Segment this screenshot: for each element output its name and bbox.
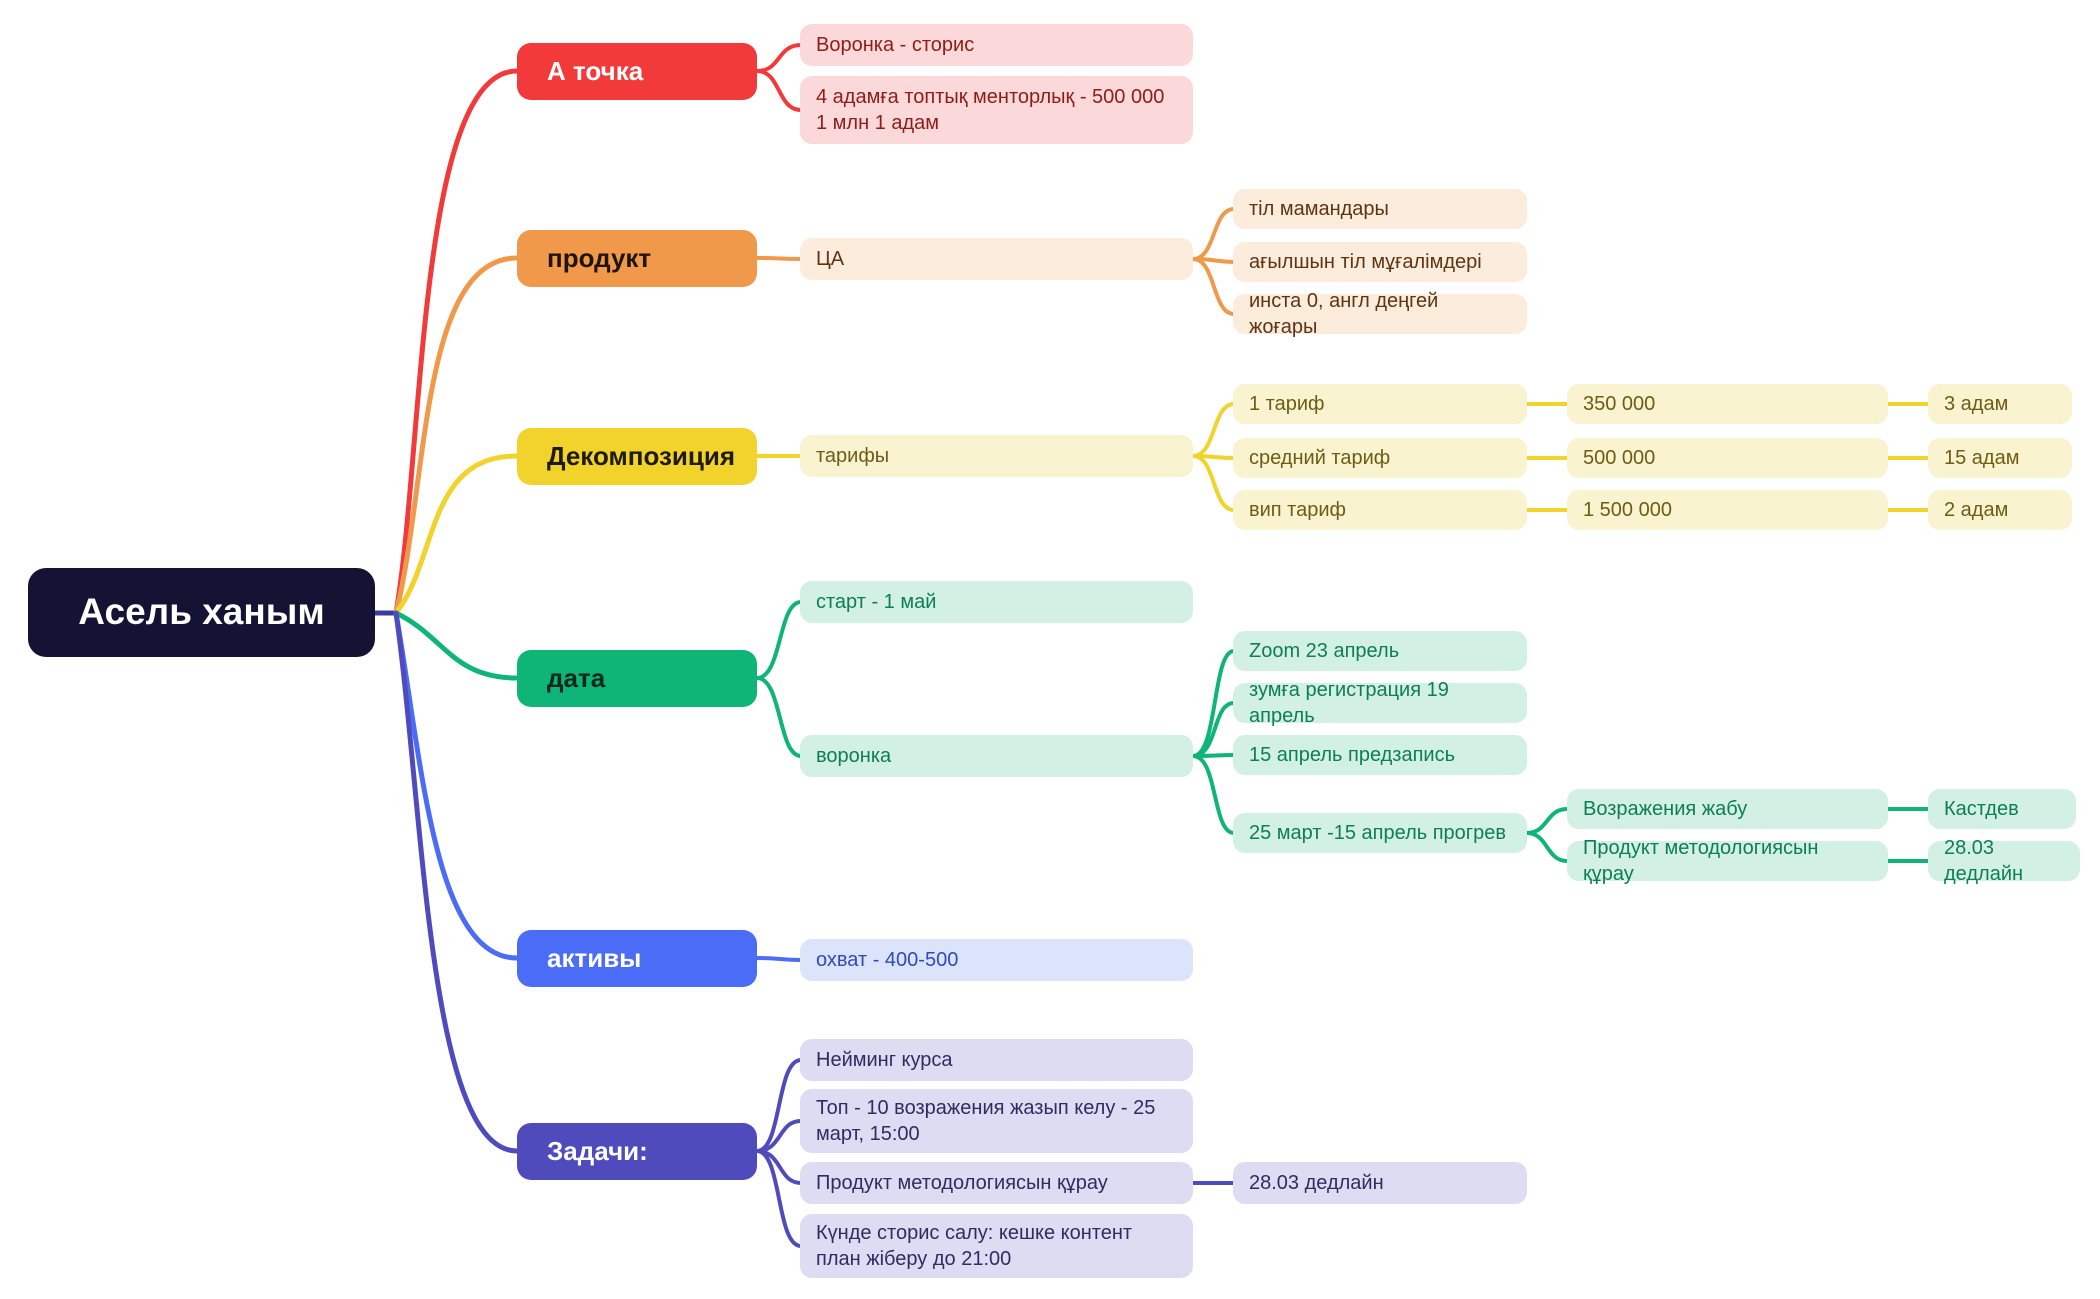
- node-funnel-stories[interactable]: Воронка - сторис: [800, 24, 1193, 66]
- node-prerecord[interactable]: 15 апрель предзапись: [1233, 735, 1527, 775]
- node-price-1500000[interactable]: 1 500 000: [1567, 490, 1888, 530]
- node-methodology-green[interactable]: Продукт методологиясын құрау: [1567, 837, 1888, 885]
- connector-root-product: [393, 255, 520, 616]
- node-tariff-1[interactable]: 1 тариф: [1233, 384, 1527, 424]
- node-people-15[interactable]: 15 адам: [1928, 438, 2072, 478]
- node-tariffs[interactable]: тарифы: [800, 435, 1193, 477]
- connector-warmup-objections: [1525, 807, 1569, 835]
- connector-root-decomposition: [393, 453, 520, 616]
- branch-decomposition[interactable]: Декомпозиция: [517, 428, 757, 485]
- node-tariff-vip[interactable]: вип тариф: [1233, 490, 1527, 530]
- connector-tasks-stories: [755, 1149, 803, 1248]
- node-price-500000[interactable]: 500 000: [1567, 438, 1888, 478]
- node-warmup[interactable]: 25 март -15 апрель прогрев: [1233, 813, 1527, 853]
- connector-ca-specialists: [1191, 207, 1236, 261]
- node-insta-level[interactable]: инста 0, англ деңгей жоғары: [1233, 290, 1527, 338]
- branch-a-point[interactable]: А точка: [517, 43, 757, 100]
- node-top10-objections[interactable]: Топ - 10 возражения жазып келу - 25 март…: [800, 1089, 1193, 1153]
- connector-root-tasks: [393, 610, 520, 1154]
- connector-date-funnel: [755, 676, 803, 758]
- node-zoom-23[interactable]: Zoom 23 апрель: [1233, 631, 1527, 671]
- node-objections[interactable]: Возражения жабу: [1567, 789, 1888, 829]
- node-course-naming[interactable]: Нейминг курса: [800, 1039, 1193, 1081]
- node-group-mentoring[interactable]: 4 адамға топтық менторлық - 500 000 1 мл…: [800, 76, 1193, 144]
- node-target-audience[interactable]: ЦА: [800, 238, 1193, 280]
- node-language-specialists[interactable]: тіл мамандары: [1233, 189, 1527, 229]
- connector-assets-reach: [755, 956, 803, 962]
- node-reach[interactable]: охват - 400-500: [800, 939, 1193, 981]
- branch-product[interactable]: продукт: [517, 230, 757, 287]
- connector-tasks-naming: [755, 1058, 803, 1153]
- connector-root-a-point: [393, 68, 520, 616]
- connector-warmup-methodology: [1525, 831, 1569, 863]
- connector-a-point-funnel: [755, 43, 803, 73]
- branch-assets[interactable]: активы: [517, 930, 757, 987]
- node-root[interactable]: Асель ханым: [28, 568, 375, 657]
- connector-ca-insta: [1191, 257, 1236, 316]
- branch-date[interactable]: дата: [517, 650, 757, 707]
- branch-tasks[interactable]: Задачи:: [517, 1123, 757, 1180]
- node-daily-stories[interactable]: Күнде сторис салу: кешке контент план жі…: [800, 1214, 1193, 1278]
- node-tariff-mid[interactable]: средний тариф: [1233, 438, 1527, 478]
- node-funnel[interactable]: воронка: [800, 735, 1193, 777]
- node-english-teachers[interactable]: ағылшын тіл мұғалімдері: [1233, 242, 1527, 282]
- connector-product-ca: [755, 256, 803, 261]
- connector-tariffs-1: [1191, 402, 1236, 458]
- node-custdev[interactable]: Кастдев: [1928, 789, 2076, 829]
- connector-a-point-mentoring: [755, 69, 803, 112]
- node-zoom-registration[interactable]: зумға регистрация 19 апрель: [1233, 679, 1527, 727]
- connector-root-date: [393, 610, 520, 681]
- connector-tariffs-vip: [1191, 454, 1236, 512]
- node-people-2[interactable]: 2 адам: [1928, 490, 2072, 530]
- node-people-3[interactable]: 3 адам: [1928, 384, 2072, 424]
- node-price-350000[interactable]: 350 000: [1567, 384, 1888, 424]
- connector-date-start: [755, 600, 803, 680]
- connector-funnel-warmup: [1191, 754, 1236, 835]
- node-methodology-task[interactable]: Продукт методологиясын құрау: [800, 1162, 1193, 1204]
- node-deadline-task[interactable]: 28.03 дедлайн: [1233, 1162, 1527, 1204]
- node-start-may[interactable]: старт - 1 май: [800, 581, 1193, 623]
- node-deadline-green[interactable]: 28.03 дедлайн: [1928, 837, 2080, 885]
